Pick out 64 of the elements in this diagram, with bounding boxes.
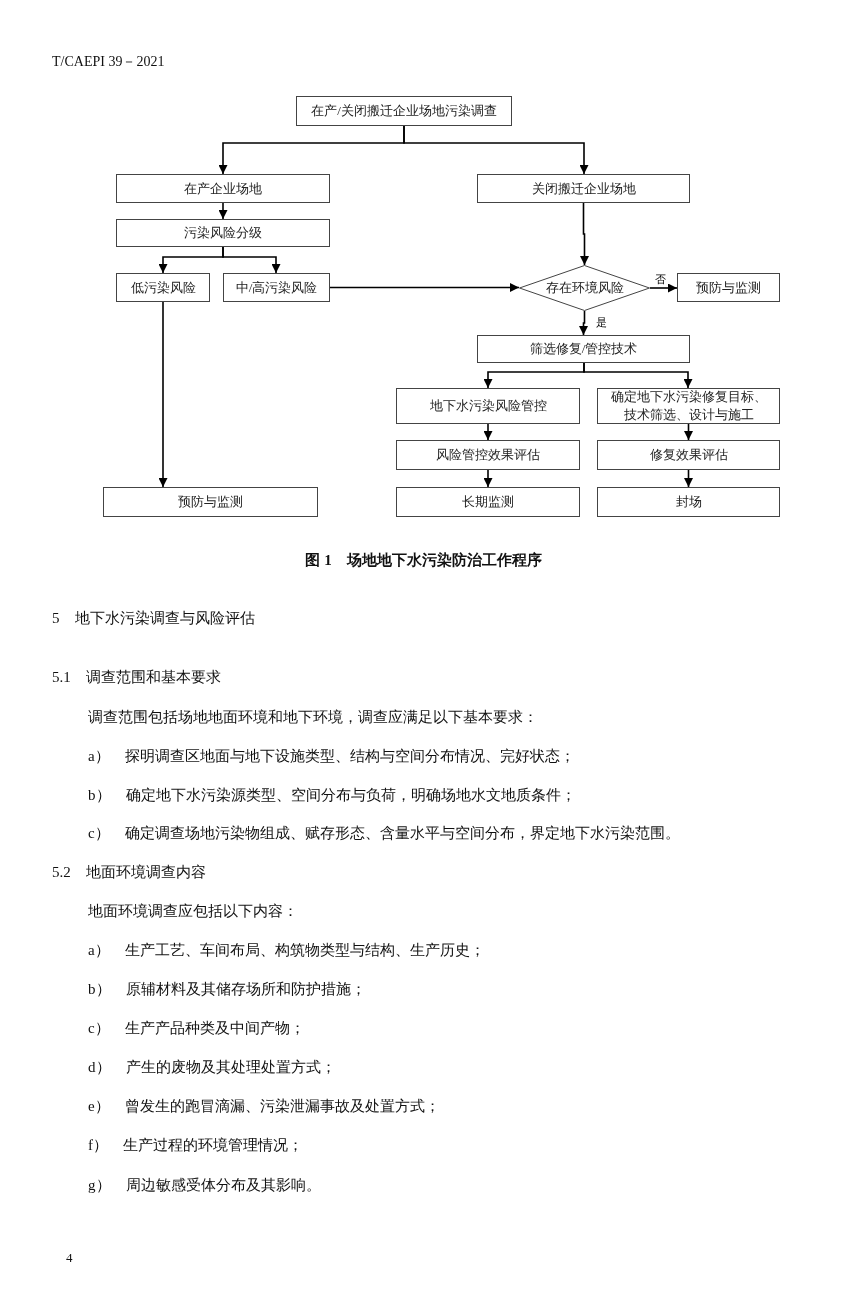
process-box: [677, 273, 780, 302]
section-heading: 5.2 地面环境调查内容: [52, 863, 206, 882]
arrow: [329, 283, 520, 292]
process-box: [477, 174, 690, 203]
paragraph: 地面环境调查应包括以下内容：: [88, 902, 298, 921]
node-text: 风险管控效果评估: [436, 446, 540, 464]
arrow: [684, 469, 693, 488]
node-text: 筛选修复/管控技术: [529, 340, 638, 358]
paragraph: 调查范围包括场地地面环境和地下环境，调查应满足以下基本要求：: [88, 708, 538, 727]
page-number: 4: [66, 1250, 73, 1266]
arrow: [649, 283, 678, 293]
list-item: b） 原辅材料及其储存场所和防护措施；: [88, 980, 366, 999]
node-text: 修复效果评估: [649, 446, 728, 464]
list-item: e） 曾发生的跑冒滴漏、污染泄漏事故及处置方式；: [88, 1097, 440, 1116]
process-box: [597, 440, 780, 470]
process-box: [116, 219, 330, 247]
node-text: 中/高污染风险: [235, 278, 318, 297]
process-box: [223, 273, 330, 302]
node-text: 关闭搬迁企业场地: [531, 179, 636, 198]
node-text: 地下水污染风险管控: [429, 397, 547, 415]
process-box: [116, 273, 210, 302]
arrow: [218, 202, 228, 220]
figure-caption: 图 1 场地地下水污染防治工作程序: [304, 551, 543, 570]
node-text: 确定地下水污染修复目标、技术筛选、设计与施工: [609, 388, 768, 424]
node-text: 封场: [675, 493, 702, 511]
edge-label: 否: [655, 274, 666, 285]
arrow: [580, 202, 589, 266]
node-text: 预防与监测: [696, 278, 761, 297]
node-text: 低污染风险: [130, 278, 196, 297]
process-box: [103, 487, 318, 517]
arrow: [483, 469, 493, 488]
list-item: b） 确定地下水污染源类型、空间分布与负荷，明确场地水文地质条件；: [88, 786, 576, 805]
arrow: [158, 301, 168, 488]
arrow: [222, 246, 281, 274]
node-text: 长期监测: [462, 493, 514, 511]
arrow: [583, 362, 693, 389]
section-heading: 5 地下水污染调查与风险评估: [52, 609, 255, 628]
arrow: [684, 423, 693, 441]
arrow: [579, 310, 588, 336]
decision-diamond: [519, 265, 650, 311]
process-box: [116, 174, 330, 203]
node-text: 预防与监测: [178, 493, 243, 511]
node-text: 在产企业场地: [184, 179, 262, 198]
process-box: [396, 388, 580, 424]
arrow: [483, 423, 493, 441]
process-box: [296, 96, 512, 126]
process-box: [396, 440, 580, 470]
process-box: [477, 335, 690, 363]
list-item: c） 确定调查场地污染物组成、赋存形态、含量水平与空间分布，界定地下水污染范围。: [88, 824, 680, 843]
list-item: a） 探明调查区地面与地下设施类型、结构与空间分布情况、完好状态；: [88, 747, 575, 766]
edge-label: 是: [596, 317, 607, 328]
arrow: [403, 125, 589, 175]
section-heading: 5.1 调查范围和基本要求: [52, 668, 221, 687]
process-box: [597, 487, 780, 517]
node-text: 污染风险分级: [184, 224, 262, 242]
node-text: 存在环境风险: [545, 279, 624, 297]
list-item: c） 生产产品种类及中间产物；: [88, 1019, 305, 1038]
node-text: 在产/关闭搬迁企业场地污染调查: [311, 102, 497, 120]
list-item: f） 生产过程的环境管理情况；: [88, 1136, 303, 1155]
list-item: a） 生产工艺、车间布局、构筑物类型与结构、生产历史；: [88, 941, 485, 960]
list-item: d） 产生的废物及其处理处置方式；: [88, 1058, 336, 1077]
list-item: g） 周边敏感受体分布及其影响。: [88, 1176, 321, 1195]
process-box: [396, 487, 580, 517]
header-text: T/CAEPI 39－2021: [52, 53, 165, 71]
